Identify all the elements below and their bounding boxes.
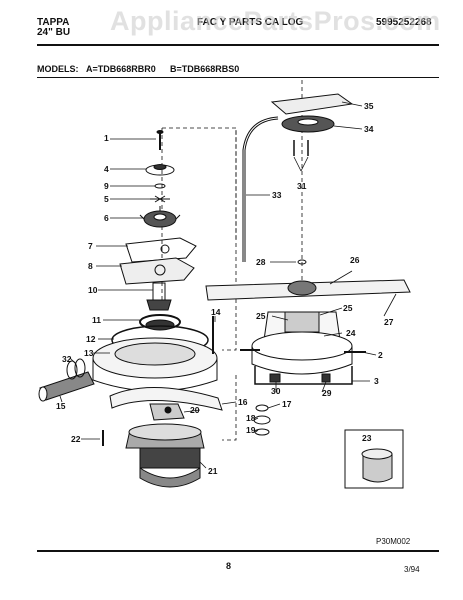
callout-1: 1 [104, 133, 109, 143]
connector-part-3 [254, 366, 353, 385]
callout-32: 32 [62, 354, 72, 364]
callout-12: 12 [86, 334, 96, 344]
hose-clamp-part-32 [66, 358, 86, 380]
callout-6: 6 [104, 213, 109, 223]
callout-29: 29 [322, 388, 332, 398]
header-rule [37, 44, 439, 46]
callout-28: 28 [256, 257, 266, 267]
seal-ring-part-9 [154, 183, 166, 189]
callout-25-left: 25 [256, 311, 266, 321]
page-number: 8 [226, 561, 232, 571]
callout-18: 18 [246, 413, 256, 423]
callout-35: 35 [364, 101, 374, 111]
models-label: MODELS: [37, 64, 79, 74]
revision-date: 3/94 [404, 565, 420, 574]
callout-5: 5 [104, 194, 109, 204]
model-b: B=TDB668RBS0 [170, 64, 240, 74]
screws-part-31 [293, 140, 309, 156]
callout-33: 33 [272, 190, 282, 200]
callout-19: 19 [246, 425, 256, 435]
callout-9: 9 [104, 181, 109, 191]
pump-base-part-24 [240, 311, 366, 375]
spring-part-5 [150, 195, 170, 203]
callout-10: 10 [88, 285, 98, 295]
callout-34: 34 [364, 124, 374, 134]
subtitle-line: 24" BU [37, 27, 71, 38]
nut-part-29 [321, 373, 331, 383]
callout-17: 17 [282, 399, 292, 409]
callout-23: 23 [362, 433, 372, 443]
callout-13: 13 [84, 348, 94, 358]
brand-line: TAPPA [37, 17, 70, 28]
drawing-code: P30M002 [376, 537, 411, 546]
callout-21: 21 [208, 466, 218, 476]
feed-tube-inner [243, 117, 279, 262]
callout-15: 15 [56, 401, 66, 411]
callout-14: 14 [211, 307, 221, 317]
gasket-plate-part-8 [119, 257, 195, 285]
spray-arm-mount-part-34 [281, 115, 335, 133]
seal-rings-part-11 [139, 314, 181, 331]
leader-lines [59, 101, 397, 469]
models-rule [37, 77, 439, 78]
callout-25-right: 25 [343, 303, 353, 313]
callout-27: 27 [384, 317, 394, 327]
callout-26: 26 [350, 255, 360, 265]
pump-housing-part-13 [92, 337, 218, 392]
callout-16: 16 [238, 397, 248, 407]
catalog-title: FAC Y PARTS CA LOG [197, 17, 304, 28]
callout-31: 31 [297, 181, 307, 191]
footer-rule [37, 550, 439, 552]
upper-spray-arm-part-35 [270, 93, 354, 115]
gasket-plate-part-7 [125, 237, 197, 263]
callout-11: 11 [92, 315, 101, 325]
callout-30: 30 [271, 386, 281, 396]
inlet-hose-part-15 [38, 371, 95, 402]
part-number: 5995252268 [376, 17, 432, 28]
fitting-part-30 [269, 373, 281, 383]
impeller-part-6 [139, 206, 181, 228]
motor-part-21 [125, 423, 205, 488]
callout-7: 7 [88, 241, 93, 251]
filter-box-part-23 [344, 429, 404, 489]
drain-valve-part-20 [149, 403, 185, 421]
screw-part-1 [156, 130, 164, 150]
callout-2: 2 [378, 350, 383, 360]
callout-3: 3 [374, 376, 379, 386]
callout-24: 24 [346, 328, 356, 338]
washer-part-28 [297, 259, 307, 265]
model-a: A=TDB668RBR0 [86, 64, 156, 74]
shaft-coupling-part-10 [146, 282, 172, 311]
assembly-guide-lines [161, 80, 303, 441]
callout-4: 4 [104, 164, 109, 174]
wash-arm-hub-part-4 [145, 164, 175, 176]
lower-spray-arm-part-26 [205, 279, 411, 301]
callout-8: 8 [88, 261, 93, 271]
callout-20: 20 [190, 405, 200, 415]
washers-part-17-18-19 [253, 404, 271, 436]
bracket-part-16 [109, 386, 223, 411]
watermark: AppliancePartsPros.com [110, 6, 441, 36]
callout-22: 22 [71, 434, 81, 444]
